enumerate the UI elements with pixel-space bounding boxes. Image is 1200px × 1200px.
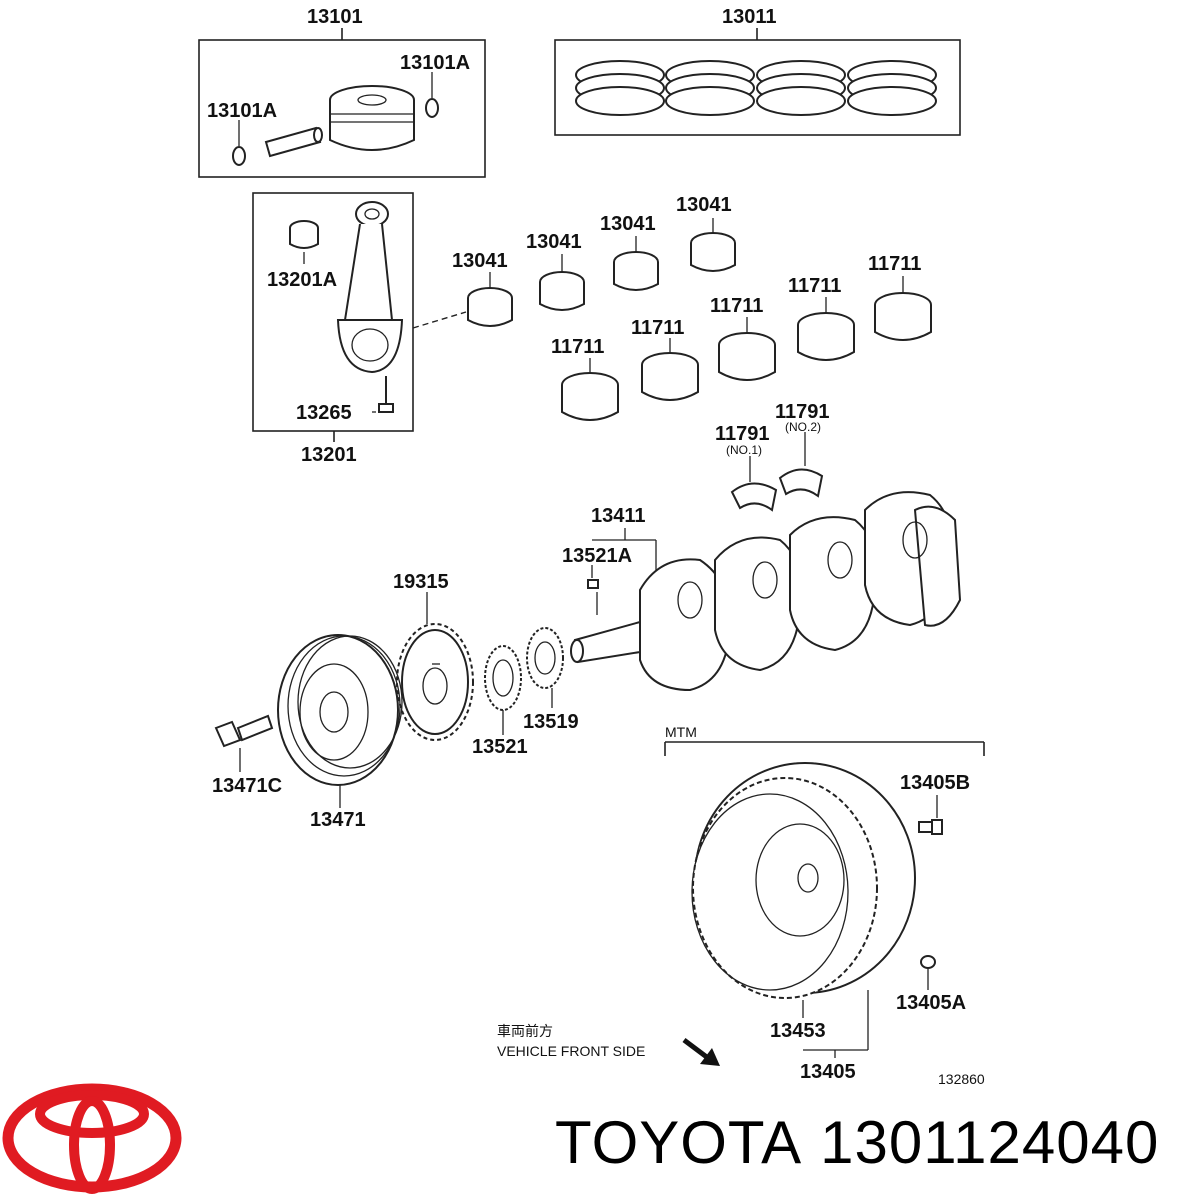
flywheel-bolt-icon: [918, 819, 943, 835]
label-crank-washer: 13519: [523, 711, 579, 733]
rod-bearing-icon: [467, 287, 513, 327]
label-main-bearing: 11711: [551, 336, 604, 358]
label-main-bearing: 11711: [710, 295, 763, 317]
label-rod-bearing: 13041: [526, 231, 582, 253]
label-vehicle-front-jp: 車両前方: [497, 1023, 553, 1039]
label-crank-sprocket: 13521: [472, 736, 528, 758]
leader-dashed: [412, 311, 467, 329]
label-mtm: MTM: [665, 724, 697, 740]
snap-ring-left-icon: [232, 146, 246, 166]
con-rod-bolt-icon: [378, 376, 394, 413]
main-bearing-icon: [718, 332, 776, 381]
main-bearing-icon: [797, 312, 855, 361]
label-main-bearing: 11711: [788, 275, 841, 297]
label-vehicle-front-en: VEHICLE FRONT SIDE: [497, 1043, 645, 1059]
pulley-bolt-icon: [214, 714, 274, 748]
toyota-logo-icon: [2, 1083, 182, 1194]
main-bearing-icon: [874, 292, 932, 341]
label-snap-ring-left: 13101A: [207, 100, 277, 122]
footer-title: TOYOTA 1301124040: [555, 1108, 1195, 1178]
piston-ring-icon: [756, 60, 846, 116]
crank-washer-icon: [526, 627, 564, 689]
rod-bearing-icon: [539, 271, 585, 311]
snap-ring-right-icon: [425, 98, 439, 118]
rod-bearing-icon: [690, 232, 736, 272]
label-crankshaft: 13411: [591, 505, 646, 527]
crankshaft-icon: [570, 491, 962, 692]
label-con-rod-assy: 13201: [301, 444, 357, 466]
front-direction-arrow-icon: [682, 1038, 720, 1066]
label-ring-set: 13011: [722, 6, 777, 28]
flywheel-icon: [691, 762, 916, 999]
label-thrust-washer-1: 11791: [715, 423, 770, 445]
rod-bearing-icon: [613, 251, 659, 291]
label-main-bearing: 11711: [868, 253, 921, 275]
con-rod-icon: [336, 201, 404, 374]
label-con-rod-bushing: 13201A: [267, 269, 337, 291]
label-pulley: 13471: [310, 809, 366, 831]
label-snap-ring-right: 13101A: [400, 52, 470, 74]
figure-id: 132860: [938, 1071, 985, 1087]
thrust-washer-no1-icon: [730, 482, 778, 512]
label-main-bearing: 11711: [631, 317, 684, 339]
piston-ring-icon: [847, 60, 937, 116]
brand-name: TOYOTA: [555, 1109, 803, 1176]
label-flywheel: 13405: [800, 1061, 856, 1083]
label-piston-set: 13101: [307, 6, 363, 28]
label-rod-bearing: 13041: [600, 213, 656, 235]
label-thrust-washer-2-note: (NO.2): [785, 420, 821, 434]
piston-ring-icon: [575, 60, 665, 116]
crank-key-icon: [587, 579, 599, 589]
piston-pin-icon: [264, 126, 323, 158]
timing-gear-icon: [396, 623, 474, 741]
mtm-bracket: [664, 741, 985, 756]
piston-set-group: [198, 28, 486, 178]
label-thrust-washer-2: 11791: [775, 401, 830, 423]
label-crank-key: 13521A: [562, 545, 632, 567]
ring-set-group: [554, 28, 961, 136]
thrust-washer-no2-icon: [778, 468, 824, 498]
label-flywheel-bolt: 13405B: [900, 772, 970, 794]
part-number: 1301124040: [820, 1109, 1160, 1176]
label-pulley-bolt: 13471C: [212, 775, 282, 797]
label-ring-gear: 13453: [770, 1020, 826, 1042]
main-bearing-icon: [561, 372, 619, 421]
piston-icon: [329, 85, 415, 151]
crank-sprocket-icon: [484, 645, 522, 711]
piston-ring-icon: [665, 60, 755, 116]
crank-pulley-icon: [277, 634, 403, 786]
label-rod-bearing: 13041: [676, 194, 732, 216]
label-timing-gear: 19315: [393, 571, 449, 593]
label-con-rod-bolt: 13265: [296, 402, 352, 424]
con-rod-bushing-icon: [289, 220, 319, 264]
con-rod-group: [252, 192, 414, 442]
label-thrust-washer-1-note: (NO.1): [726, 443, 762, 457]
main-bearing-icon: [641, 352, 699, 401]
label-flywheel-pin: 13405A: [896, 992, 966, 1014]
flywheel-pin-icon: [920, 955, 936, 969]
label-rod-bearing: 13041: [452, 250, 508, 272]
